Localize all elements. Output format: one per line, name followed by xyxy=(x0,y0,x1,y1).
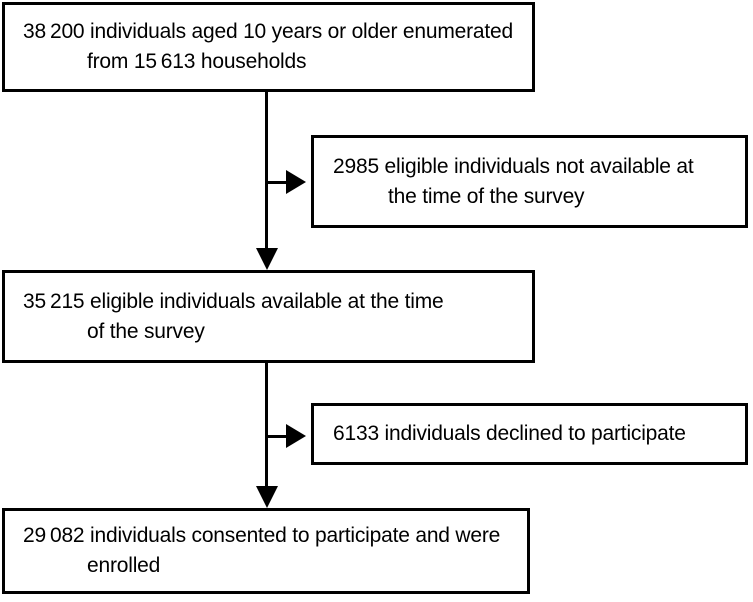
flow-box-not-available-line-2: the time of the survey xyxy=(388,184,585,208)
flow-box-not-available-line-1: 2985 eligible individuals not available … xyxy=(333,154,694,178)
connector-vertical-line-2 xyxy=(265,363,268,486)
flow-box-declined-line-1: 6133 individuals declined to participate xyxy=(333,422,686,445)
flow-box-enrolled-line-2: enrolled xyxy=(87,554,161,577)
flow-box-available: 35 215 eligible individuals available at… xyxy=(2,270,535,363)
arrowhead-right-icon xyxy=(286,170,306,194)
flow-box-available-line-1: 35 215 eligible individuals available at… xyxy=(23,289,444,313)
flow-box-enumerated: 38 200 individuals aged 10 years or olde… xyxy=(2,2,535,92)
flow-box-enrolled: 29 082 individuals consented to particip… xyxy=(2,508,530,594)
flow-box-enrolled-line-1: 29 082 individuals consented to particip… xyxy=(23,524,501,547)
connector-branch-line-2 xyxy=(265,435,290,438)
arrowhead-down-icon xyxy=(256,486,278,508)
arrowhead-right-icon xyxy=(286,424,306,448)
flow-box-declined: 6133 individuals declined to participate xyxy=(311,403,748,465)
flow-box-enumerated-line-2: from 15 613 households xyxy=(87,50,307,73)
arrowhead-down-icon xyxy=(256,248,278,270)
flow-box-enumerated-line-1: 38 200 individuals aged 10 years or olde… xyxy=(23,20,513,43)
connector-branch-line-1 xyxy=(265,181,290,184)
connector-vertical-line-1 xyxy=(265,92,268,248)
flow-box-not-available: 2985 eligible individuals not available … xyxy=(311,135,748,228)
flow-box-available-line-2: of the survey xyxy=(87,319,205,343)
